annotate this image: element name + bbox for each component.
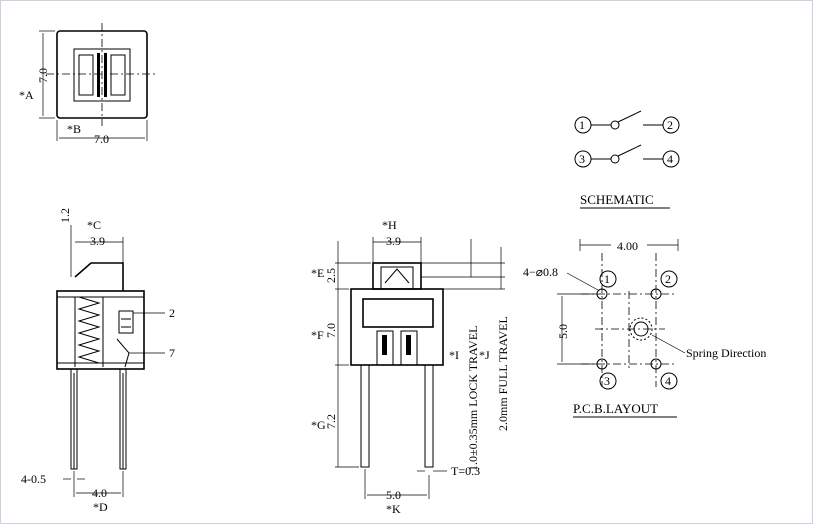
dim-f-label: *F: [311, 328, 324, 342]
pcb-hole-leader: [566, 272, 599, 291]
schematic-pin-3: 3: [579, 152, 585, 166]
front-body: [350, 288, 444, 366]
pcb-spring-label: Spring Direction: [686, 346, 766, 360]
dim-i-label: *I: [449, 348, 459, 362]
dim-g-label: *G: [311, 418, 326, 432]
schematic-pin-2: 2: [667, 118, 673, 132]
dim-a-label: *A: [19, 88, 34, 102]
side-view: 1.2 *C 3.9 2 7 4-0.5 4.0 *D: [21, 208, 175, 514]
pcb-pin-1: 1: [604, 272, 610, 286]
dim-t-label: T=0.3: [451, 464, 480, 478]
pcb-layout: 4.00 1 2 3 4 4−⌀0.8 5.0: [523, 239, 766, 418]
dim-pin-label: 4-0.5: [21, 472, 46, 486]
top-view-window: [73, 48, 131, 102]
dim-side-top: 1.2: [58, 208, 72, 223]
dim-e-label: *E: [311, 266, 324, 280]
dim-c-label: *C: [87, 218, 101, 232]
pcb-title: P.C.B.LAYOUT: [573, 401, 658, 416]
dim-f-value: 7.0: [324, 323, 338, 338]
callout-7: 7: [169, 346, 175, 360]
pcb-spring-leader: [651, 334, 686, 354]
pcb-spring-circle: [629, 317, 653, 341]
full-travel-label: 2.0mm FULL TRAVEL: [496, 316, 510, 431]
dim-d-label: *D: [93, 500, 108, 514]
schematic-title: SCHEMATIC: [580, 192, 654, 207]
pcb-hole-2: [650, 288, 662, 300]
side-actuator: [74, 262, 124, 291]
side-spring: [77, 296, 101, 364]
side-contact: [118, 310, 134, 334]
front-pin-left: [360, 364, 370, 468]
schematic: 1 2 3 4 SCHEMATIC: [574, 110, 680, 209]
dim-h-value: 3.9: [386, 234, 401, 248]
pcb-pin-4: 4: [665, 374, 671, 388]
pcb-dim-h-value: 4.00: [617, 239, 638, 253]
top-view-actuator-left: [97, 53, 100, 97]
dim-b-value: 7.0: [94, 132, 109, 146]
callout-2: 2: [169, 306, 175, 320]
pcb-pin-2: 2: [665, 272, 671, 286]
dim-a-value: 7.0: [36, 68, 50, 83]
front-pin-right: [424, 364, 434, 468]
dim-h-label: *H: [382, 218, 397, 232]
lock-travel-label: 1.0±0.35mm LOCK TRAVEL: [466, 326, 480, 471]
dim-k-value: 5.0: [386, 488, 401, 502]
pcb-dim-v-value: 5.0: [556, 324, 570, 339]
schematic-switch-lower: [617, 144, 642, 157]
dim-c-value: 3.9: [90, 234, 105, 248]
dim-b-label: *B: [67, 122, 81, 136]
side-body: [56, 290, 145, 370]
top-view-slot-right: [110, 54, 126, 96]
top-view: 7.0 *A 7.0 *B: [19, 23, 156, 146]
top-view-slot-left: [78, 54, 94, 96]
dim-d-value: 4.0: [92, 486, 107, 500]
schematic-pin-1: 1: [579, 118, 585, 132]
dim-k-label: *K: [386, 502, 401, 516]
dim-j-label: *J: [479, 348, 490, 362]
schematic-switch-upper: [617, 110, 642, 123]
pcb-hole-spec: 4−⌀0.8: [523, 265, 558, 279]
pcb-hole-4: [650, 358, 662, 370]
schematic-pin-4: 4: [667, 152, 673, 166]
front-body-window: [362, 298, 434, 328]
top-view-actuator-right: [104, 53, 107, 97]
schematic-pin-4-circle: [662, 150, 680, 168]
dim-e-value: 2.5: [324, 268, 338, 283]
pcb-pin-3: 3: [604, 374, 610, 388]
front-view: *H 3.9 *E 2.5 *F 7.0 *G 7.2: [311, 218, 510, 516]
schematic-pin-2-circle: [662, 116, 680, 134]
dim-g-value: 7.2: [324, 414, 338, 429]
